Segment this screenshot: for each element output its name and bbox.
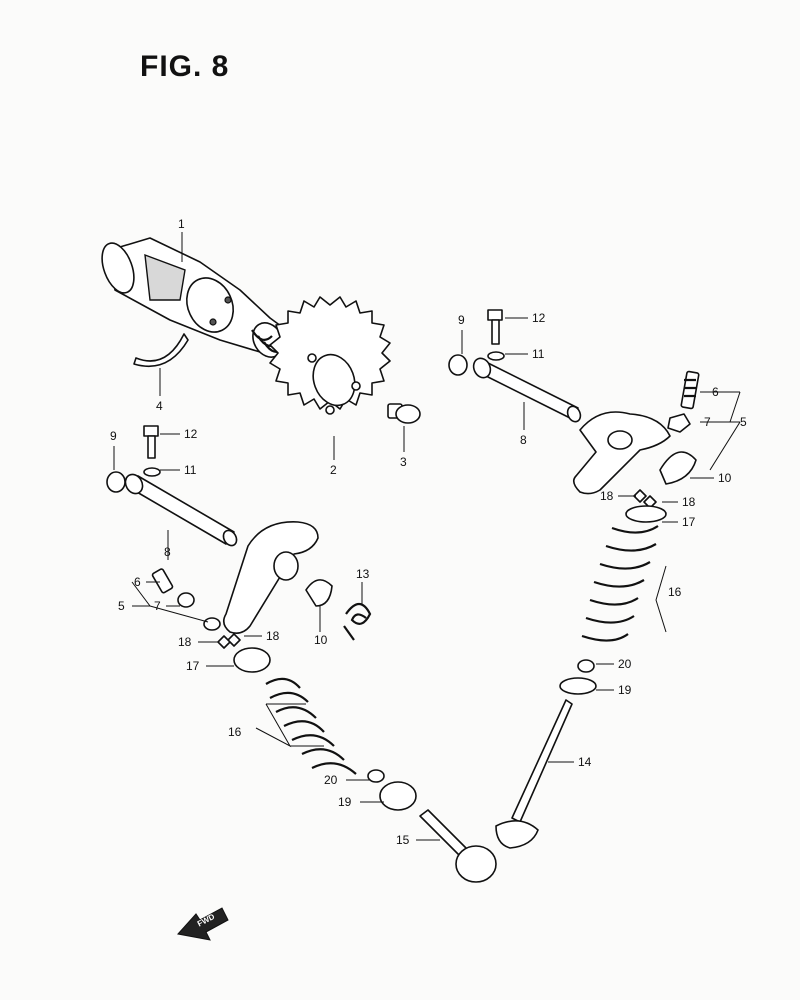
- sprocket-bolt: [387, 403, 421, 424]
- exhaust-valve: [495, 699, 573, 849]
- callout-10-right: 10: [718, 471, 732, 485]
- spring-clip: [343, 602, 372, 641]
- washer-left: [143, 467, 161, 477]
- callout-8-left: 8: [164, 545, 171, 559]
- callout-8-right: 8: [520, 433, 527, 447]
- callout-9-right: 9: [458, 313, 465, 327]
- callout-4: 4: [156, 399, 163, 413]
- camshaft-retainer: [133, 333, 189, 368]
- spring-pin-left: [305, 579, 333, 607]
- callout-5-left: 5: [118, 599, 125, 613]
- callout-1: 1: [178, 217, 185, 231]
- rocker-shaft-left: [124, 473, 238, 547]
- callout-18-right-b: 18: [682, 495, 696, 509]
- callout-16-right: 16: [668, 585, 682, 599]
- bolt-right: [487, 309, 503, 345]
- spring-pin-right: [659, 451, 697, 485]
- callout-13: 13: [356, 567, 370, 581]
- callout-11-left: 11: [184, 463, 197, 477]
- callout-11-right: 11: [532, 347, 545, 361]
- camshaft: [101, 237, 301, 361]
- cotter-left: [217, 633, 241, 649]
- adjust-nut-right: [667, 413, 691, 433]
- intake-valve: [419, 809, 497, 883]
- bolt-left: [143, 425, 159, 459]
- valve-spring-left: [265, 677, 357, 775]
- valve-seal-left: [367, 769, 385, 783]
- callout-7-left: 7: [154, 599, 161, 613]
- callout-17-left: 17: [186, 659, 200, 673]
- leader-lines: [113, 232, 741, 841]
- callout-2: 2: [330, 463, 337, 477]
- adjust-screw-right: [680, 370, 700, 410]
- spring-seat-left: [379, 781, 417, 811]
- rocker-shaft-right: [472, 357, 582, 423]
- callout-10-left: 10: [314, 633, 328, 647]
- o-ring-left: [106, 471, 126, 493]
- callout-5-right: 5: [740, 415, 747, 429]
- callout-9-left: 9: [110, 429, 117, 443]
- adjust-screw-left: [151, 568, 174, 594]
- callout-18-left-b: 18: [266, 629, 280, 643]
- callout-18-left-a: 18: [178, 635, 192, 649]
- o-ring-right: [448, 354, 468, 376]
- spring-retainer-left: [233, 647, 271, 673]
- callout-6-left: 6: [134, 575, 141, 589]
- cam-sprocket: [269, 296, 391, 415]
- rocker-arm-right: [572, 411, 671, 495]
- forward-arrow-icon: FWD: [177, 907, 229, 941]
- callout-labels: 1 2 3 4 5 5 6 6 7 7 8 8 9 9 10 10 11 11 …: [110, 217, 747, 847]
- washer-right: [487, 351, 505, 361]
- callout-20-left: 20: [324, 773, 338, 787]
- callout-20-right: 20: [618, 657, 632, 671]
- callout-15: 15: [396, 833, 410, 847]
- callout-12-right: 12: [532, 311, 546, 325]
- spring-seat-right: [559, 677, 597, 695]
- adjust-nut-left: [177, 592, 195, 608]
- callout-6-right: 6: [712, 385, 719, 399]
- callout-16-left: 16: [228, 725, 242, 739]
- callout-19-left: 19: [338, 795, 352, 809]
- rocker-arm-left: [203, 521, 319, 634]
- spring-retainer-right: [625, 505, 667, 523]
- valve-seal-right: [577, 659, 595, 673]
- callout-12-left: 12: [184, 427, 198, 441]
- callout-18-right-a: 18: [600, 489, 614, 503]
- valve-spring-right: [581, 525, 659, 642]
- callout-14: 14: [578, 755, 592, 769]
- callout-19-right: 19: [618, 683, 632, 697]
- figure-title: FIG. 8: [140, 50, 230, 83]
- callout-17-right: 17: [682, 515, 696, 529]
- callout-3: 3: [400, 455, 407, 469]
- callout-7-right: 7: [704, 415, 711, 429]
